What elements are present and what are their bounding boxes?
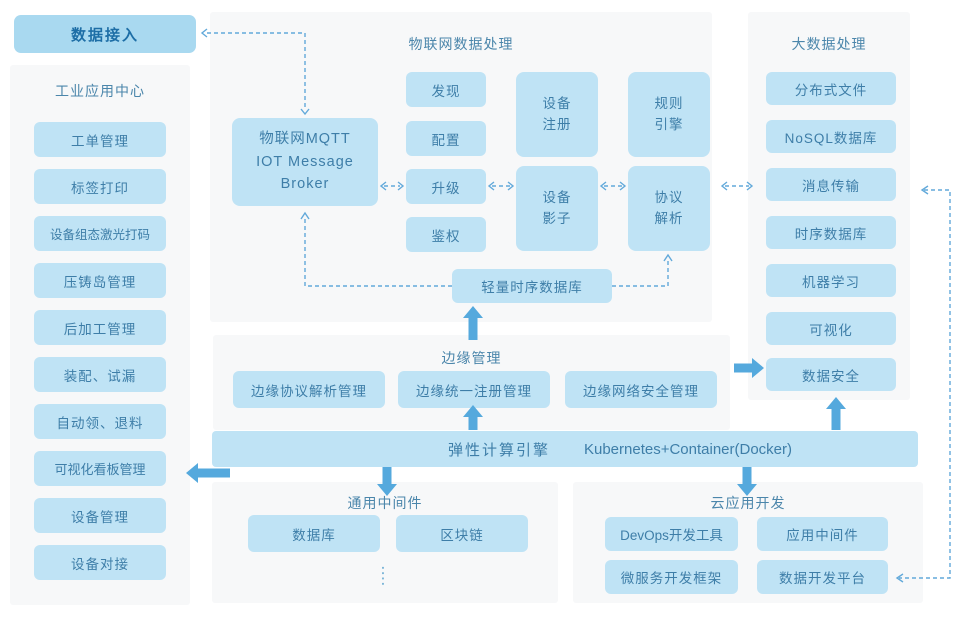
- bd-visualization: 可视化: [766, 312, 896, 345]
- data-access-button: 数据接入: [14, 15, 196, 53]
- bigdata-panel: 大数据处理 分布式文件 NoSQL数据库 消息传输 时序数据库 机器学习 可视化…: [748, 12, 910, 400]
- protocol-parse-box: 协议 解析: [628, 166, 710, 251]
- edge-register-mgmt: 边缘统一注册管理: [398, 371, 550, 408]
- arrowhead-left-data-access: [200, 28, 208, 38]
- mw-database-box: 数据库: [248, 515, 380, 552]
- iot-upgrade-box: 升级: [406, 169, 486, 204]
- app-item-laser-coding: 设备组态激光打码: [34, 216, 166, 251]
- iot-config-box: 配置: [406, 121, 486, 156]
- elastic-compute-band: 弹性计算引擎 Kubernetes+Container(Docker): [212, 431, 918, 467]
- bd-message-transfer: 消息传输: [766, 168, 896, 201]
- arrowhead-left-protocol: [720, 181, 728, 191]
- app-item-assembly: 装配、试漏: [34, 357, 166, 392]
- app-item-auto-material: 自动领、退料: [34, 404, 166, 439]
- bd-distributed-file: 分布式文件: [766, 72, 896, 105]
- arrowhead-left-message-transfer: [920, 185, 929, 195]
- industrial-app-panel: 工业应用中心 工单管理 标签打印 设备组态激光打码 压铸岛管理 后加工管理 装配…: [10, 65, 190, 605]
- edge-panel-title: 边缘管理: [441, 350, 502, 366]
- device-register-box: 设备 注册: [516, 72, 598, 157]
- app-item-kanban: 可视化看板管理: [34, 451, 166, 486]
- bd-machine-learning: 机器学习: [766, 264, 896, 297]
- industrial-app-title: 工业应用中心: [55, 83, 145, 99]
- iot-panel-title: 物联网数据处理: [408, 36, 514, 52]
- cloud-app-middleware-box: 应用中间件: [757, 517, 888, 551]
- device-shadow-box: 设备 影子: [516, 166, 598, 251]
- lite-tsdb-box: 轻量时序数据库: [452, 269, 612, 303]
- edge-panel: 边缘管理 边缘协议解析管理 边缘统一注册管理 边缘网络安全管理: [213, 335, 730, 430]
- iot-panel: 物联网数据处理 物联网MQTT IOT Message Broker 发现 配置…: [210, 12, 712, 322]
- arrow-up-band-to-data-security: [826, 397, 846, 430]
- iot-discovery-box: 发现: [406, 72, 486, 107]
- cloud-panel: 云应用开发 DevOps开发工具 应用中间件 微服务开发框架 数据开发平台: [573, 482, 923, 603]
- bd-data-security: 数据安全: [766, 358, 896, 391]
- app-item-device-mgmt: 设备管理: [34, 498, 166, 533]
- bigdata-panel-title: 大数据处理: [791, 36, 867, 52]
- app-item-device-dock: 设备对接: [34, 545, 166, 580]
- kubernetes-label: Kubernetes+Container(Docker): [583, 440, 793, 458]
- cloud-panel-title: 云应用开发: [710, 495, 786, 511]
- mw-blockchain-box: 区块链: [396, 515, 528, 552]
- iot-auth-box: 鉴权: [406, 217, 486, 252]
- middleware-panel-title: 通用中间件: [347, 495, 423, 511]
- edge-network-security-mgmt: 边缘网络安全管理: [565, 371, 717, 408]
- middleware-panel: 通用中间件 数据库 区块链 ····: [212, 482, 558, 603]
- app-item-post-process: 后加工管理: [34, 310, 166, 345]
- cloud-microservice-box: 微服务开发框架: [605, 560, 738, 594]
- app-item-label-print: 标签打印: [34, 169, 166, 204]
- middleware-more-ellipsis: ····: [375, 566, 391, 588]
- app-item-work-order: 工单管理: [34, 122, 166, 157]
- elastic-engine-label: 弹性计算引擎: [447, 441, 550, 459]
- cloud-data-dev-box: 数据开发平台: [757, 560, 888, 594]
- bd-nosql-db: NoSQL数据库: [766, 120, 896, 153]
- app-item-die-cast: 压铸岛管理: [34, 263, 166, 298]
- bd-time-series-db: 时序数据库: [766, 216, 896, 249]
- cloud-devops-box: DevOps开发工具: [605, 517, 738, 551]
- mqtt-broker-box: 物联网MQTT IOT Message Broker: [232, 118, 378, 206]
- rule-engine-box: 规则 引擎: [628, 72, 710, 157]
- edge-protocol-mgmt: 边缘协议解析管理: [233, 371, 385, 408]
